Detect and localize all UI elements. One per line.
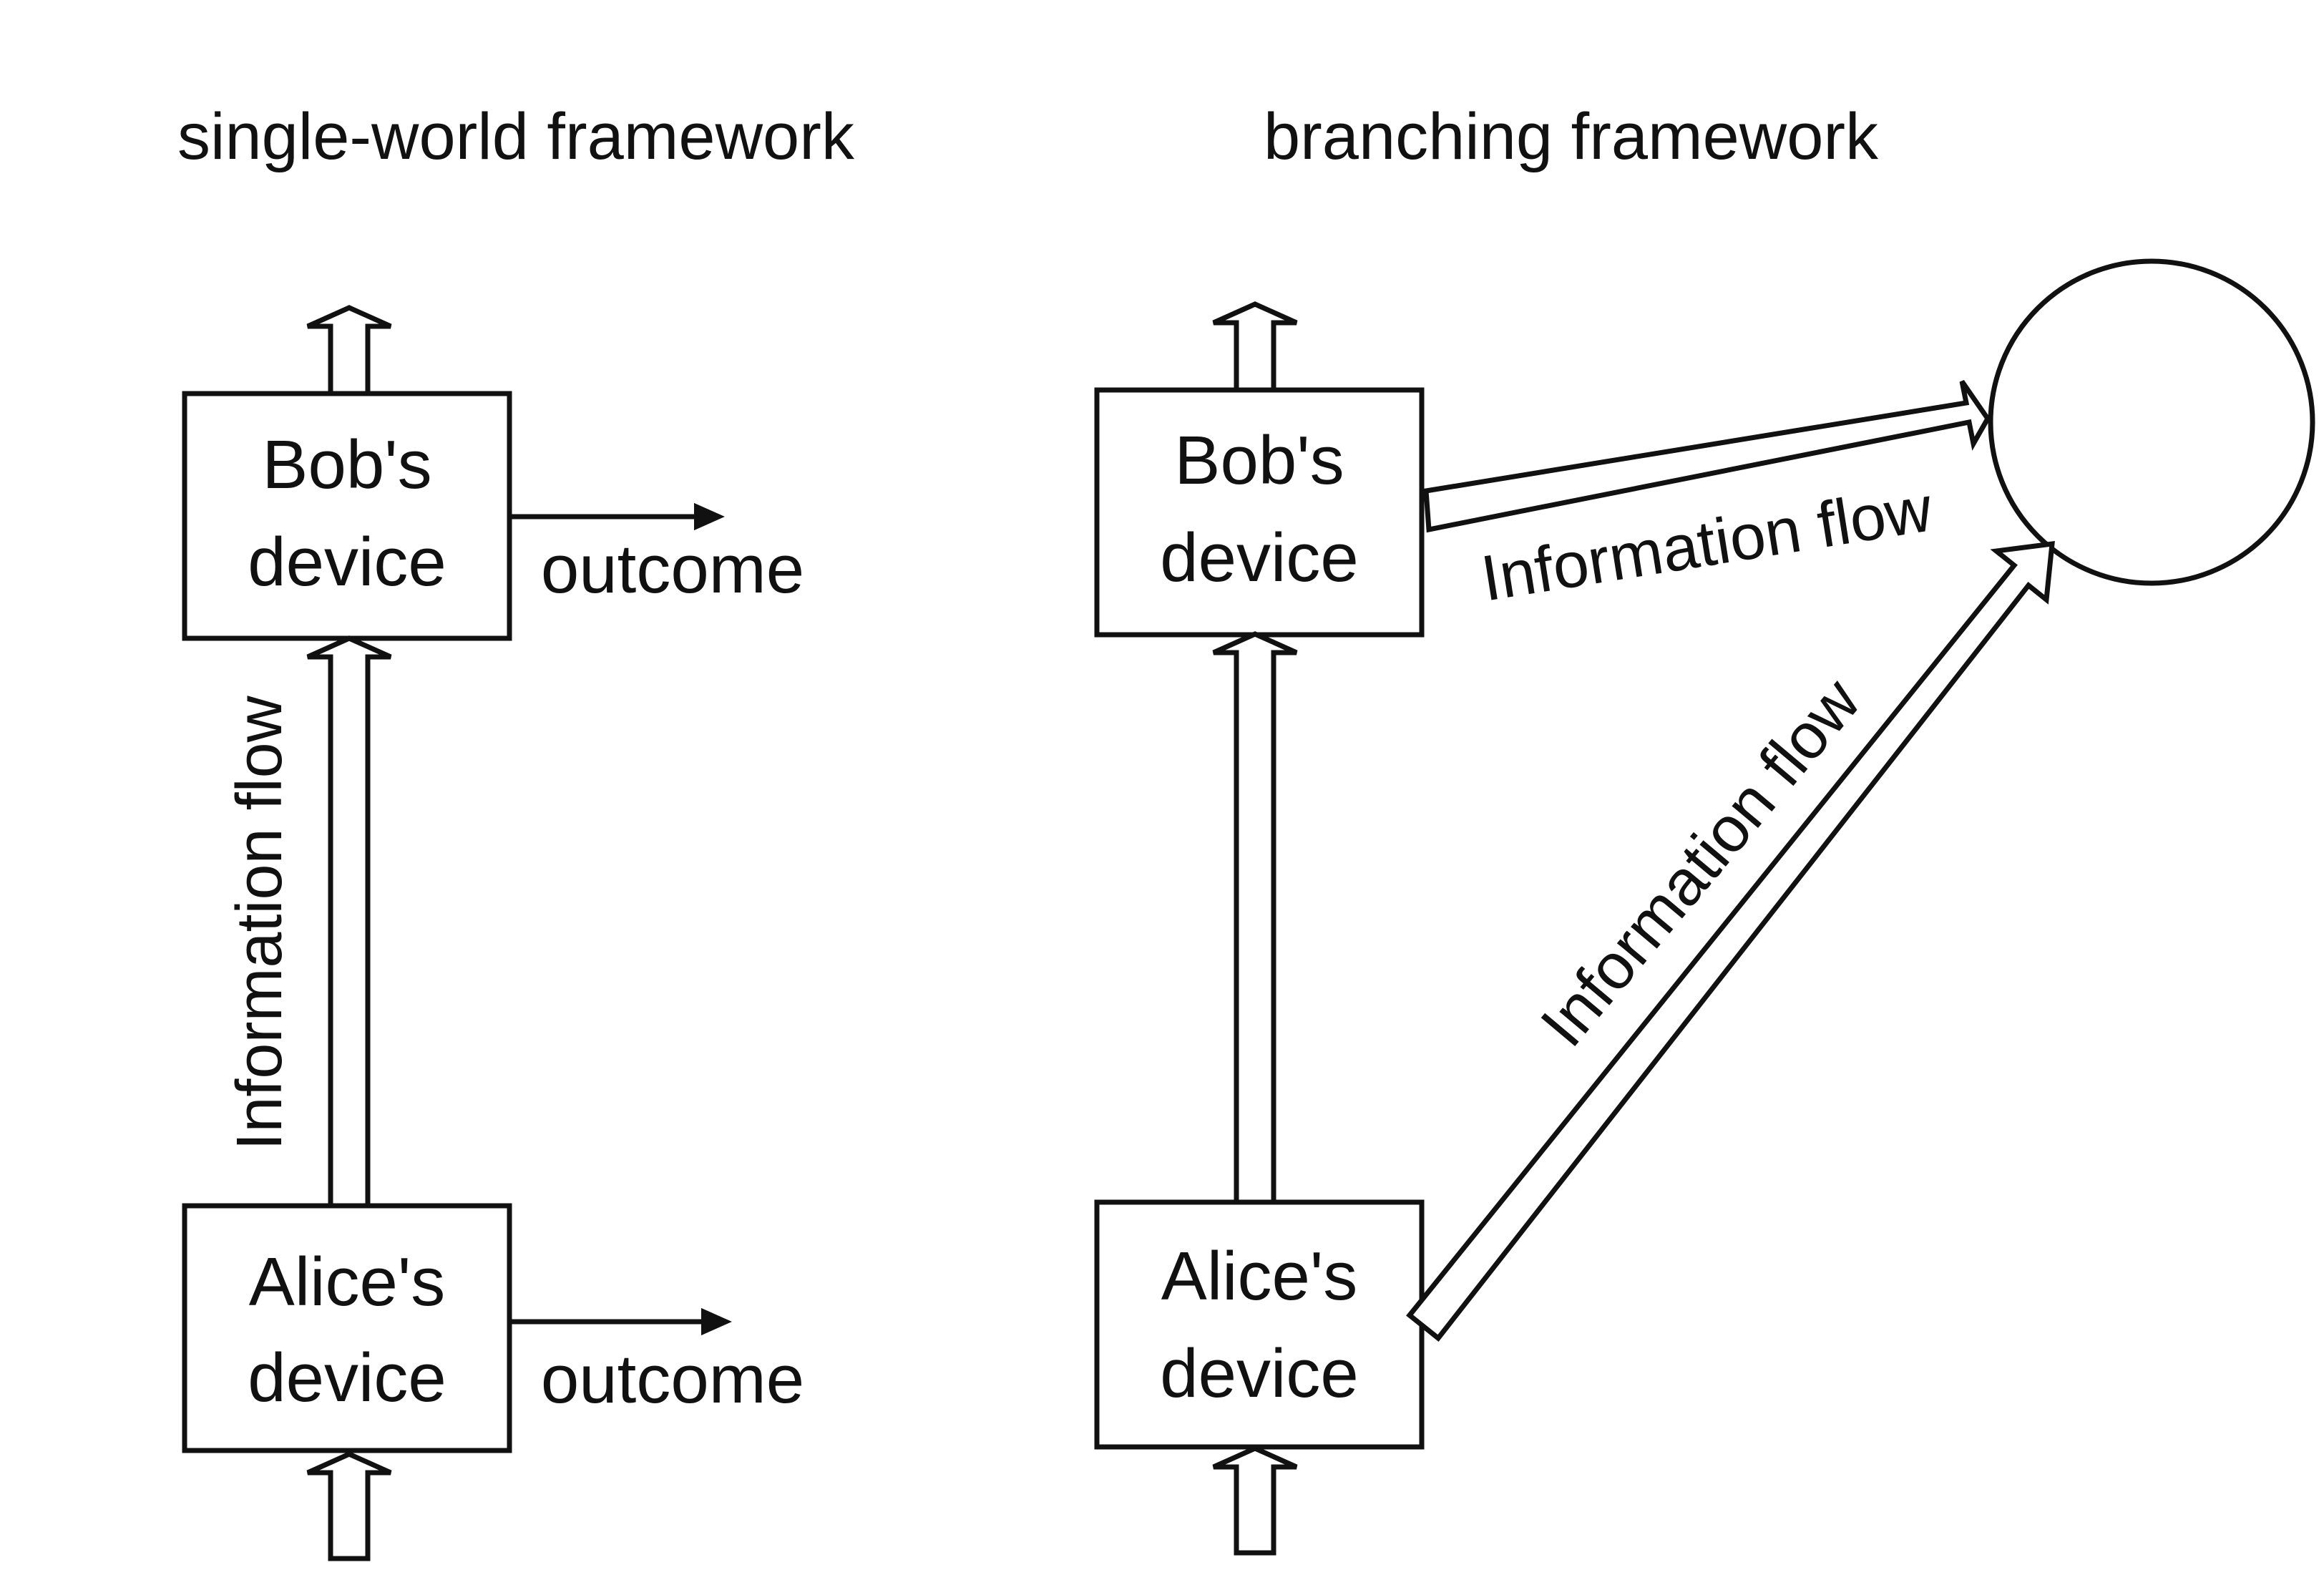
right-top-hollow-arrow bbox=[1212, 301, 1298, 393]
left-bob-label-line2: device bbox=[248, 524, 446, 600]
left-bob-outcome-label: outcome bbox=[541, 531, 804, 608]
right-alice-label-line2: device bbox=[1160, 1335, 1359, 1412]
left-alice-outcome-label: outcome bbox=[541, 1341, 804, 1418]
right-alice-label-line1: Alice's bbox=[1161, 1238, 1357, 1315]
right-title: branching framework bbox=[1264, 100, 1879, 173]
left-title: single-world framework bbox=[177, 100, 855, 173]
right-bottom-hollow-arrow bbox=[1212, 1445, 1298, 1556]
left-alice-label-line2: device bbox=[248, 1340, 446, 1416]
right-alice-to-circle-hollow-arrow bbox=[1406, 540, 2055, 1342]
left-flow-hollow-arrow bbox=[306, 635, 392, 1209]
left-top-hollow-arrow bbox=[306, 305, 392, 396]
left-flow-label: Information flow bbox=[224, 695, 296, 1150]
left-alice-label-line1: Alice's bbox=[249, 1244, 445, 1320]
left-bob-device: Bob's device bbox=[182, 391, 512, 641]
right-alice-device: Alice's device bbox=[1094, 1199, 1425, 1450]
branch-circle bbox=[1988, 258, 2315, 586]
left-alice-outcome-arrow-head bbox=[701, 1307, 732, 1336]
left-bob-label-line1: Bob's bbox=[262, 426, 431, 503]
right-bob-label-line1: Bob's bbox=[1174, 422, 1344, 499]
right-flow-hollow-arrow bbox=[1212, 631, 1298, 1205]
left-bottom-hollow-arrow bbox=[306, 1451, 392, 1561]
left-bob-outcome-arrow-head bbox=[694, 502, 725, 531]
left-alice-device: Alice's device bbox=[182, 1203, 512, 1453]
right-bob-device: Bob's device bbox=[1094, 387, 1425, 638]
right-bob-to-circle-hollow-arrow bbox=[1423, 380, 1991, 533]
right-bob-label-line2: device bbox=[1160, 520, 1359, 596]
